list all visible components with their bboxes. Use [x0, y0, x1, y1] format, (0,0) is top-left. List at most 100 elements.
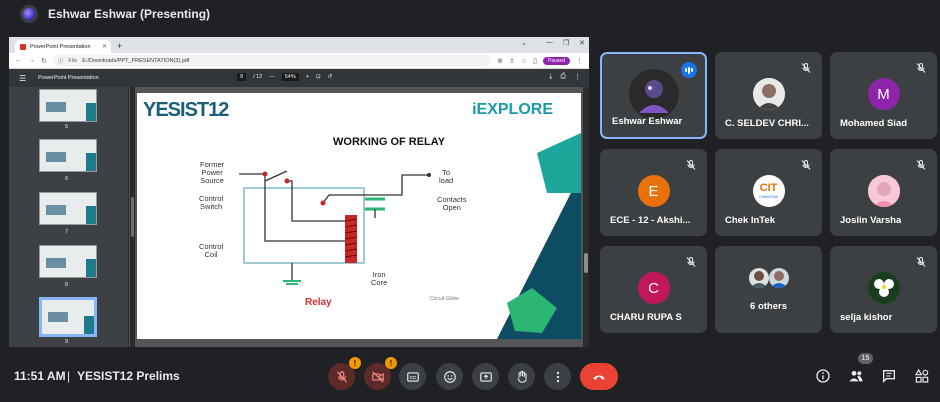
zoom-in-icon[interactable]: +: [305, 74, 309, 80]
star-icon[interactable]: ☆: [520, 57, 528, 65]
participant-name: C. SELDEV CHRI...: [725, 118, 809, 129]
captions-button[interactable]: CC: [399, 363, 426, 390]
mic-off-icon: [686, 256, 696, 267]
mic-toggle-button[interactable]: !: [328, 357, 361, 390]
participant-tile[interactable]: CIT ChekInTek Chek InTek: [715, 149, 822, 236]
captions-icon: CC: [406, 371, 419, 382]
activities-button[interactable]: [913, 367, 931, 385]
fit-page-icon[interactable]: ⊡: [315, 74, 321, 80]
presenter-bar: Eshwar Eshwar (Presenting): [0, 0, 940, 28]
participant-avatar: M: [867, 78, 900, 110]
minimize-icon[interactable]: —: [545, 39, 553, 46]
participant-tile[interactable]: Joslin Varsha: [830, 149, 937, 236]
participant-avatar: [867, 272, 900, 304]
slide-graphics: [239, 133, 581, 339]
mic-off-icon: [801, 159, 811, 170]
browser-toolbar: ← → ↻ ⓘ File E:/Downloads/PPT_PRESENTATI…: [9, 53, 589, 69]
activities-icon: [914, 368, 929, 383]
end-call-icon: [593, 375, 605, 380]
pdf-actions: ⤓ ⎙ ⋮: [549, 73, 581, 81]
others-tile[interactable]: 6 others: [715, 246, 822, 333]
participant-avatar: [769, 268, 789, 288]
participant-tile[interactable]: C. SELDEV CHRI...: [715, 52, 822, 139]
share-icon[interactable]: ⇪: [509, 57, 515, 65]
participant-tile[interactable]: E ECE - 12 - Akshi...: [600, 149, 707, 236]
more-options-button[interactable]: [544, 363, 571, 390]
participant-tile[interactable]: Eshwar Eshwar: [600, 52, 707, 139]
participant-tile[interactable]: C CHARU RUPA S: [600, 246, 707, 333]
page-scrollbar[interactable]: [583, 87, 589, 347]
chat-button[interactable]: [880, 367, 898, 385]
address-bar[interactable]: ⓘ File E:/Downloads/PPT_PRESENTATION(3).…: [52, 55, 492, 66]
people-button[interactable]: [847, 367, 865, 385]
camera-toggle-button[interactable]: !: [364, 357, 397, 390]
participant-count-badge: 15: [858, 353, 873, 364]
raise-hand-button[interactable]: [508, 363, 535, 390]
download-icon[interactable]: ⤓: [549, 73, 553, 80]
pdf-more-icon[interactable]: ⋮: [574, 74, 581, 81]
reactions-button[interactable]: [436, 363, 463, 390]
zoom-input[interactable]: 54%: [281, 73, 299, 81]
thumbnail-page[interactable]: [39, 89, 97, 122]
mic-off-icon: [916, 159, 926, 170]
shared-screen: PowerPoint Presentation ✕ + ⌄ — ❐ ✕ ← → …: [9, 37, 589, 347]
address-url: E:/Downloads/PPT_PRESENTATION(3).pdf: [82, 57, 190, 64]
info-icon: [816, 369, 830, 383]
people-icon: [849, 371, 863, 382]
emoji-icon: [443, 370, 456, 383]
close-window-icon[interactable]: ✕: [579, 40, 585, 47]
close-tab-icon[interactable]: ✕: [101, 44, 107, 50]
menu-icon[interactable]: ☰: [19, 73, 27, 83]
meeting-controls-bar: 11:51 AM | YESIST12 Prelims ! ! CC 15: [0, 352, 940, 402]
image-credit: Circuit Globe: [430, 296, 459, 302]
thumbnail-number: 8: [65, 282, 69, 288]
meeting-name: YESIST12 Prelims: [77, 369, 180, 383]
participant-avatar: [749, 268, 769, 288]
participant-tile[interactable]: M Mohamed Siad: [830, 52, 937, 139]
thumbnail-scrollbar[interactable]: [130, 87, 135, 347]
browser-tab[interactable]: PowerPoint Presentation ✕: [15, 40, 111, 53]
sidepanel-icon[interactable]: ▯: [533, 57, 538, 65]
print-icon[interactable]: ⎙: [560, 73, 566, 80]
page-input[interactable]: 9: [237, 73, 247, 81]
maximize-icon[interactable]: ❐: [562, 40, 570, 47]
thumbnail-number: 9: [65, 339, 69, 345]
speaking-indicator-icon: [681, 62, 697, 78]
participant-name: Eshwar Eshwar: [612, 116, 683, 127]
browser-actions: ⊕ ⇪ ☆ ▯ Paused ⋮: [497, 56, 583, 65]
present-button[interactable]: [472, 363, 499, 390]
zoom-icon[interactable]: ⊕: [497, 57, 504, 65]
iexplore-logo: iEXPLORE: [472, 101, 553, 118]
new-tab-icon[interactable]: +: [117, 41, 123, 51]
participant-avatar: [628, 69, 679, 119]
others-label: 6 others: [750, 301, 787, 312]
participant-tile[interactable]: selja kishor: [830, 246, 937, 333]
profile-paused-chip[interactable]: Paused: [543, 56, 570, 65]
reload-icon[interactable]: ↻: [41, 57, 47, 65]
more-icon[interactable]: ⋮: [576, 57, 583, 65]
rotate-icon[interactable]: ↺: [327, 74, 333, 80]
thumbnail-number: 6: [65, 176, 69, 182]
zoom-out-icon[interactable]: —: [269, 74, 275, 80]
pdf-page-controls: 9 / 12 — 54% + ⊡ ↺: [237, 73, 332, 81]
participant-name: ECE - 12 - Akshi...: [610, 215, 691, 226]
tab-search-icon[interactable]: ⌄: [521, 40, 527, 47]
back-icon[interactable]: ←: [15, 57, 22, 64]
participant-avatar: E: [637, 175, 670, 207]
forward-icon[interactable]: →: [28, 57, 35, 64]
meeting-details-button[interactable]: [814, 367, 832, 385]
clock: 11:51 AM: [14, 369, 66, 383]
thumbnail-page[interactable]: [39, 139, 97, 172]
pdf-toolbar: ☰ PowerPoint Presentation 9 / 12 — 54% +…: [9, 69, 589, 87]
thumbnail-panel: 5 6 7 8 9: [9, 87, 129, 347]
thumbnail-page[interactable]: [39, 192, 97, 225]
leave-call-button[interactable]: [580, 363, 618, 390]
thumbnail-page-active[interactable]: [39, 297, 97, 337]
info-icon: ⓘ: [57, 58, 64, 65]
thumbnail-number: 7: [65, 229, 69, 235]
mic-off-icon: [801, 62, 811, 73]
more-vert-icon: [556, 371, 559, 382]
thumbnail-page[interactable]: [39, 245, 97, 278]
